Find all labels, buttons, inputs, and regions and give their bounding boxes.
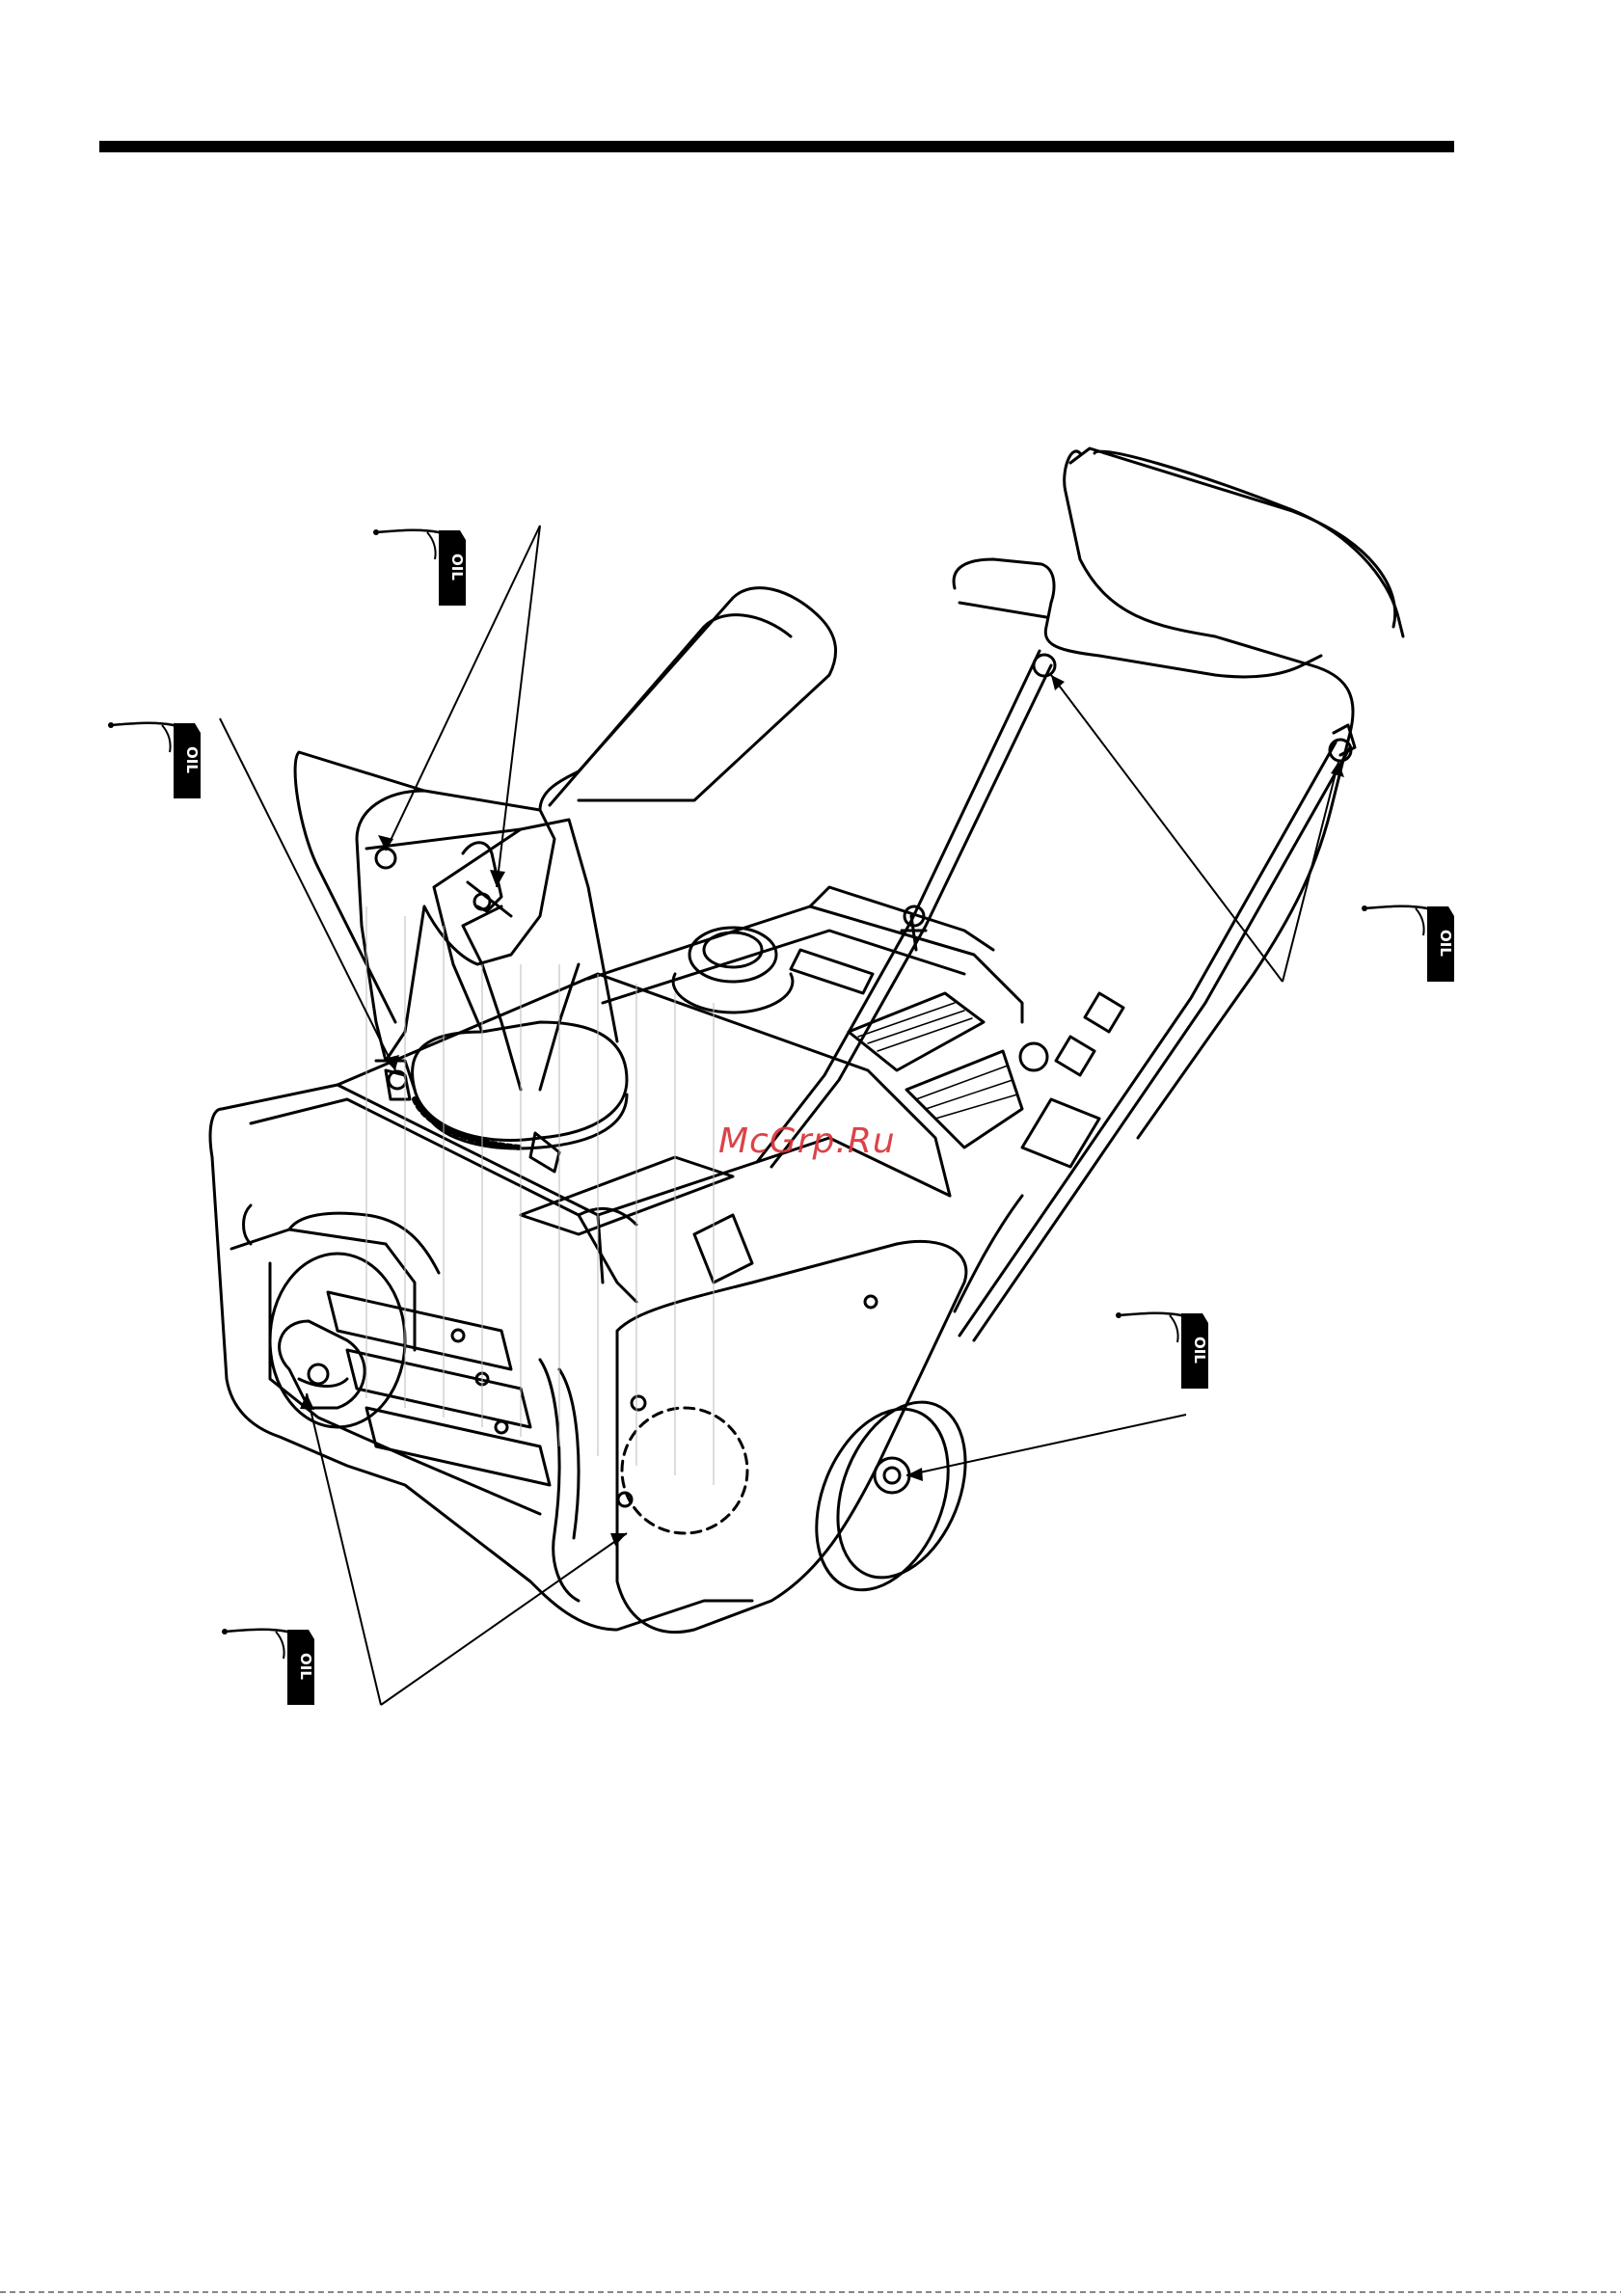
oil-can-icon: OIL [371, 521, 487, 608]
oil-label: OIL [297, 1653, 314, 1680]
oil-can-icon: OIL [106, 714, 222, 800]
oil-label: OIL [1437, 930, 1454, 957]
oil-label: OIL [183, 746, 201, 773]
bottom-edge [0, 2291, 1621, 2293]
oil-can-icon: OIL [1114, 1304, 1229, 1391]
oil-can-icon: OIL [220, 1620, 336, 1707]
watermark: McGrp.Ru [718, 1121, 896, 1161]
oil-label: OIL [1191, 1337, 1208, 1364]
oil-label: OIL [448, 554, 466, 581]
oil-can-icon: OIL [1360, 897, 1475, 984]
